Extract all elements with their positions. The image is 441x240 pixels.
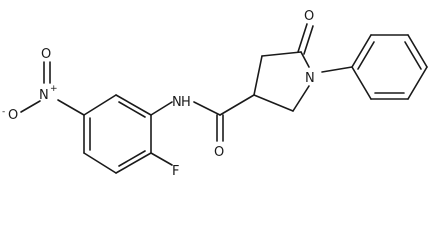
amide-nitrogen-label: N bbox=[172, 95, 182, 110]
nitro-single-oxygen-label: O bbox=[8, 108, 18, 123]
bond-phenyl-6 bbox=[351, 66, 372, 100]
bond-aryl-fluorine bbox=[150, 152, 173, 166]
bond-aryl-nh bbox=[150, 101, 173, 116]
bond-aryl-3-inner bbox=[118, 150, 146, 167]
bond-ring-c4-c5 bbox=[261, 51, 302, 57]
fluorine-label: F bbox=[172, 164, 179, 179]
bond-ring-c5-n bbox=[300, 51, 310, 68]
ring-nitrogen-label: N bbox=[305, 71, 315, 86]
bond-phenyl-1 bbox=[351, 34, 372, 68]
bond-nh-carbonyl bbox=[193, 101, 221, 116]
ketone-oxygen-label: O bbox=[304, 9, 314, 24]
nitro-oxygen-charge: - bbox=[2, 107, 5, 117]
bond-ketone-o-b bbox=[303, 25, 314, 55]
bond-aryl-1 bbox=[115, 94, 152, 116]
bond-carbonyl-ring bbox=[219, 94, 255, 116]
amide-hydrogen-label: H bbox=[181, 95, 191, 110]
nitro-nitrogen-charge: + bbox=[50, 84, 58, 94]
bonds bbox=[20, 23, 428, 174]
nitro-double-oxygen-label: O bbox=[41, 47, 51, 62]
bond-ketone-o-a bbox=[297, 23, 308, 53]
bond-aryl-3 bbox=[115, 152, 152, 174]
molecule-structure: O N N H O F N + O O - bbox=[2, 9, 428, 179]
bond-aryl-1-inner bbox=[118, 101, 146, 118]
amide-oxygen-label: O bbox=[214, 145, 224, 160]
bond-aryl-6 bbox=[83, 94, 117, 116]
bond-n-phenyl bbox=[321, 66, 353, 73]
bond-phenyl-4 bbox=[407, 66, 428, 100]
bond-phenyl-1-inner bbox=[357, 41, 375, 70]
bond-phenyl-3-inner bbox=[404, 41, 422, 70]
bond-ring-c2-c3 bbox=[253, 94, 294, 112]
bond-aryl-4 bbox=[83, 152, 117, 174]
bond-ring-n-c2 bbox=[292, 85, 310, 112]
bond-aryl-nitro bbox=[57, 99, 85, 116]
bond-phenyl-3 bbox=[407, 34, 428, 68]
atom-labels: O N N H O F N + O O - bbox=[2, 9, 315, 179]
bond-ring-c3-c4 bbox=[253, 55, 263, 96]
bond-nitro-o-single bbox=[20, 100, 41, 113]
nitro-nitrogen-label: N bbox=[39, 88, 49, 103]
